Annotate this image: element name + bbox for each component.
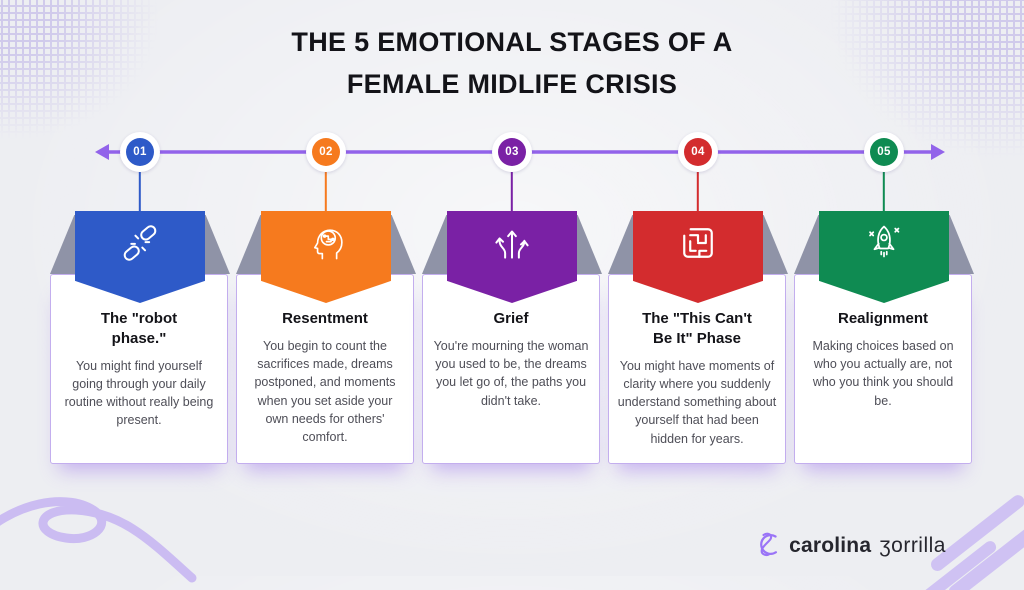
stage-banner (447, 211, 577, 303)
stage-connector-line (882, 172, 886, 212)
branching-arrows-icon (490, 221, 534, 265)
brand-logo: carolina ʒorrilla (753, 529, 946, 562)
stage-description: You're mourning the woman you used to be… (433, 338, 589, 408)
stage-connector-line (696, 172, 700, 212)
stage: 01 The "robot phase." You might find you… (50, 132, 230, 464)
stage-card: Grief You're mourning the woman you used… (422, 274, 600, 464)
stage-number: 05 (870, 138, 898, 166)
stage-connector-line (510, 172, 514, 212)
rocket-icon (862, 221, 906, 265)
page-title-line2: FEMALE MIDLIFE CRISIS (346, 68, 678, 99)
stage-card: The "This Can't Be It" Phase You might h… (608, 274, 786, 464)
brand-name-last: ʒorrilla (879, 533, 946, 557)
stages-row: 01 The "robot phase." You might find you… (50, 132, 974, 468)
maze-icon (676, 221, 720, 265)
stage-number: 01 (126, 138, 154, 166)
stage-banner (633, 211, 763, 303)
stage: 05 Realignment Making choices based on w… (794, 132, 974, 464)
stage-number-node: 01 (120, 132, 160, 172)
stage-title: The "This Can't Be It" Phase (642, 310, 752, 347)
stage-banner (75, 211, 205, 303)
stage-description: You might find yourself going through yo… (64, 358, 214, 428)
stage: 03 Grief You're mourning the woman you u… (422, 132, 602, 464)
stage-card: Resentment You begin to count the sacrif… (236, 274, 414, 464)
stage-card: The "robot phase." You might find yourse… (50, 274, 228, 464)
stage-connector-line (138, 172, 142, 212)
stage-title: Resentment (282, 310, 368, 327)
stage-title: The "robot phase." (100, 310, 178, 347)
stage-connector-line (324, 172, 328, 212)
stage: 04 The "This Can't Be It" Phase You migh… (608, 132, 788, 464)
stage-number-node: 05 (864, 132, 904, 172)
stage-title: Grief (493, 310, 529, 327)
stage-number: 04 (684, 138, 712, 166)
stage-number: 03 (498, 138, 526, 166)
stage-banner (261, 211, 391, 303)
brand-name-first: carolina (789, 533, 872, 557)
stage-description: You begin to count the sacrifices made, … (254, 338, 396, 445)
cz-monogram-icon (760, 532, 778, 556)
stage-number-node: 03 (492, 132, 532, 172)
stage-title: Realignment (837, 310, 928, 327)
page-title-line1: THE 5 EMOTIONAL STAGES OF A (291, 27, 733, 57)
broken-chain-icon (118, 221, 162, 265)
stage-description: Making choices based on who you actually… (812, 338, 954, 408)
stage-number-node: 02 (306, 132, 346, 172)
page-title: THE 5 EMOTIONAL STAGES OF A FEMALE MIDLI… (0, 22, 1024, 106)
stage-banner (819, 211, 949, 303)
stage-description: You might have moments of clarity where … (617, 358, 777, 446)
stage-card: Realignment Making choices based on who … (794, 274, 972, 464)
head-circuit-icon (304, 221, 348, 265)
stage: 02 Resentment You begin to count the sac… (236, 132, 416, 464)
stage-number: 02 (312, 138, 340, 166)
stage-number-node: 04 (678, 132, 718, 172)
squiggle-line-decoration (0, 497, 197, 583)
